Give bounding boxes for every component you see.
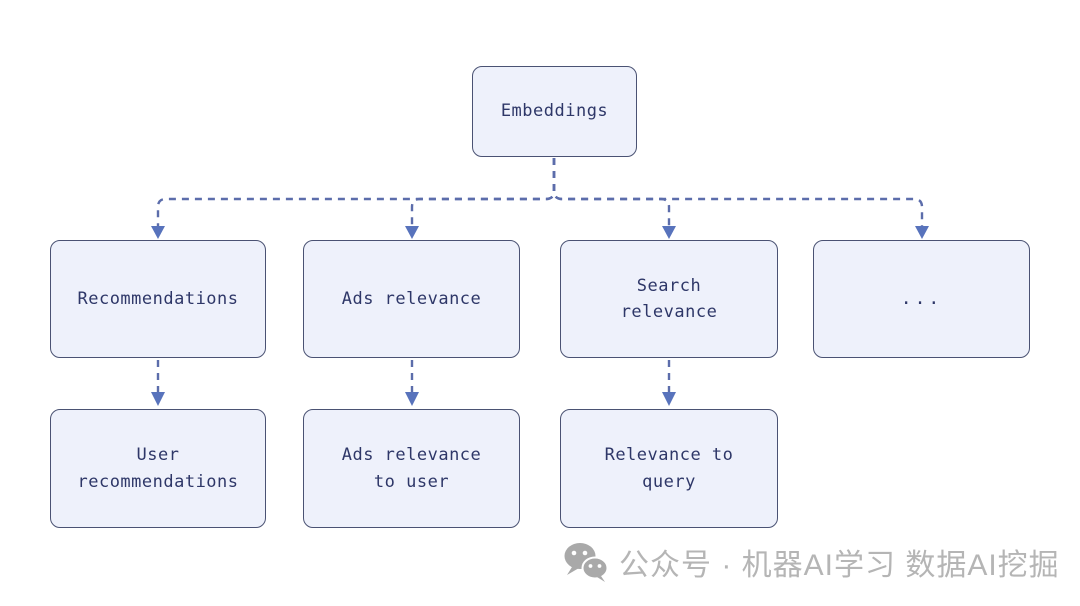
connector-root-to-ads-relevance <box>410 158 556 226</box>
node-label: ... <box>900 288 943 310</box>
arrowhead <box>151 392 165 406</box>
node-label: Search relevance <box>620 275 718 322</box>
arrowhead <box>405 392 419 406</box>
connector-root-to-search-relevance <box>552 158 671 226</box>
arrowhead <box>405 226 419 239</box>
node-label: Embeddings <box>500 101 609 122</box>
node-label: User recommendations <box>77 445 239 492</box>
node-user-recommendations: User recommendations <box>50 409 266 528</box>
arrowhead <box>151 226 165 239</box>
connector-root-to-more <box>552 158 924 226</box>
watermark-text: 公众号 · 机器AI学习 数据AI挖掘 <box>619 549 1060 582</box>
node-search-relevance: Search relevance <box>560 240 778 358</box>
arrowhead <box>915 226 929 239</box>
node-label: Recommendations <box>77 288 239 309</box>
arrowhead <box>662 392 676 406</box>
node-relevance-to-query: Relevance to query <box>560 409 778 528</box>
node-label: Relevance to query <box>604 445 734 492</box>
wechat-icon <box>564 543 609 582</box>
node-label: Ads relevance to user <box>341 445 482 492</box>
node-recommendations: Recommendations <box>50 240 266 358</box>
node-more: ... <box>813 240 1030 358</box>
node-ads-relevance-to-user: Ads relevance to user <box>303 409 520 528</box>
node-label: Ads relevance <box>341 288 482 309</box>
node-ads-relevance: Ads relevance <box>303 240 520 358</box>
connector-root-to-recommendations <box>156 158 556 226</box>
node-embeddings: Embeddings <box>472 66 637 157</box>
watermark: 公众号 · 机器AI学习 数据AI挖掘 <box>563 540 1060 584</box>
arrowhead <box>662 226 676 239</box>
